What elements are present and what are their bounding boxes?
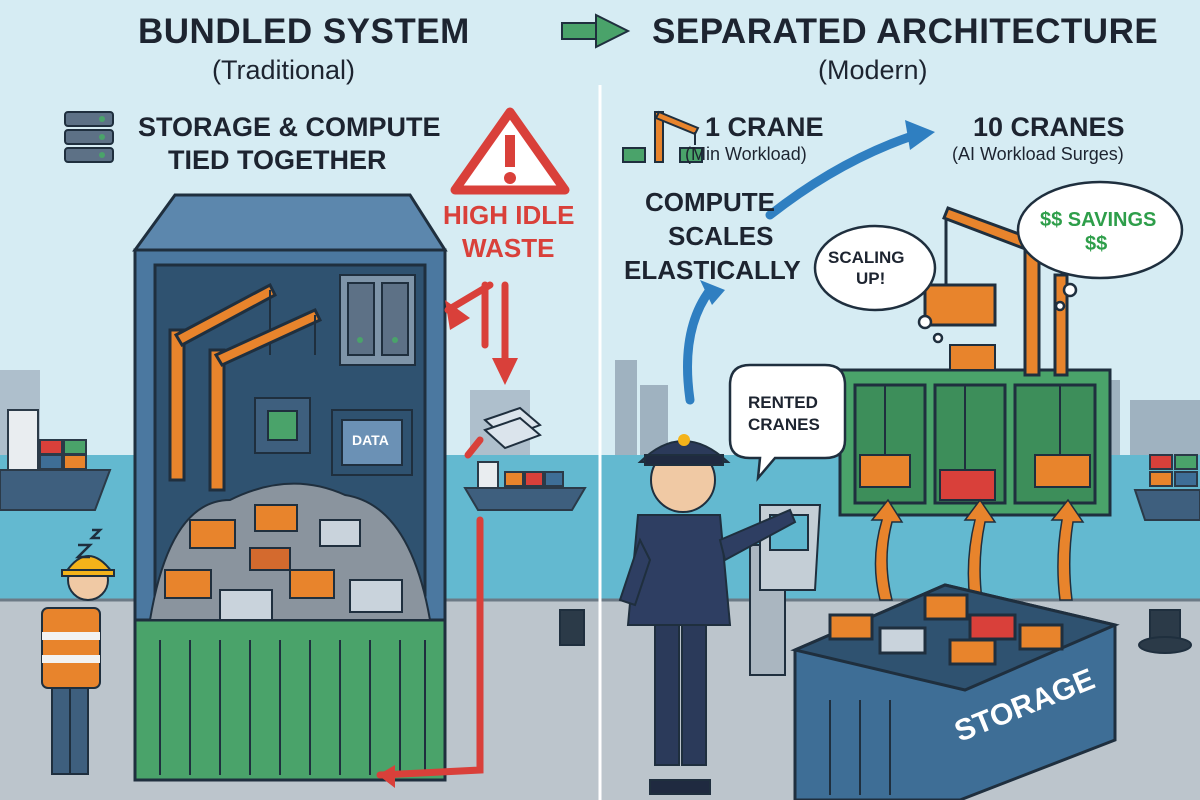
big-cranes: [923, 206, 1069, 377]
scales-line-3: ELASTICALLY: [624, 255, 801, 285]
scale-up-arrows: [683, 130, 920, 405]
max-crane-label: 10 CRANES: [973, 112, 1125, 142]
floating-data-stack: [483, 406, 542, 450]
bubble-scaling: [813, 224, 944, 344]
crane-icon: [622, 110, 703, 163]
bubble-scaling-line-1: SCALING: [828, 248, 905, 267]
small-ship: [463, 461, 587, 511]
idle-waste-arrows: [376, 281, 509, 779]
scales-line-2: SCALES: [668, 221, 774, 251]
right-title: SEPARATED ARCHITECTURE: [652, 12, 1159, 51]
warning-triangle-icon: [450, 107, 570, 195]
bubble-savings: [1016, 180, 1184, 312]
min-crane-note: (Min Workload): [685, 144, 807, 164]
right-ship: [1133, 454, 1200, 521]
storage-container: [790, 583, 1120, 800]
max-crane-note: (AI Workload Surges): [952, 144, 1124, 164]
hanging-crates: [859, 344, 1091, 501]
officer: [618, 434, 797, 795]
right-subtitle: (Modern): [818, 55, 928, 85]
left-title: BUNDLED SYSTEM: [138, 12, 470, 51]
scales-line-1: COMPUTE: [645, 187, 775, 217]
bubble-rented-line-1: RENTED: [748, 393, 818, 412]
sleeping-worker: [41, 555, 115, 775]
server-rack: [339, 274, 416, 366]
left-heading-line-2: TIED TOGETHER: [168, 145, 387, 175]
data-chip-label: DATA: [352, 432, 389, 448]
bollards: [559, 609, 1192, 654]
data-chip: [331, 409, 413, 476]
bubble-rented: [728, 363, 847, 482]
bubble-savings-line-1: $$ SAVINGS: [1040, 209, 1157, 231]
sleep-icon: [74, 528, 104, 559]
cpu-chip: [254, 397, 311, 454]
idle-data-pile: [148, 482, 432, 621]
left-ship: [0, 409, 112, 511]
server-rack-icon: [64, 111, 114, 163]
storage-to-compute-arrows: [870, 498, 1085, 601]
transition-arrow-icon: [561, 13, 631, 49]
warning-line-1: HIGH IDLE: [443, 200, 575, 230]
bubble-savings-line-2: $$: [1085, 233, 1108, 255]
bubble-scaling-line-2: UP!: [856, 269, 886, 288]
left-subtitle: (Traditional): [212, 55, 356, 85]
min-crane-label: 1 CRANE: [705, 112, 824, 142]
bubble-rented-line-2: CRANES: [748, 415, 820, 434]
warning-line-2: WASTE: [462, 233, 555, 263]
left-cranes: [168, 282, 323, 492]
left-heading-line-1: STORAGE & COMPUTE: [138, 112, 441, 142]
